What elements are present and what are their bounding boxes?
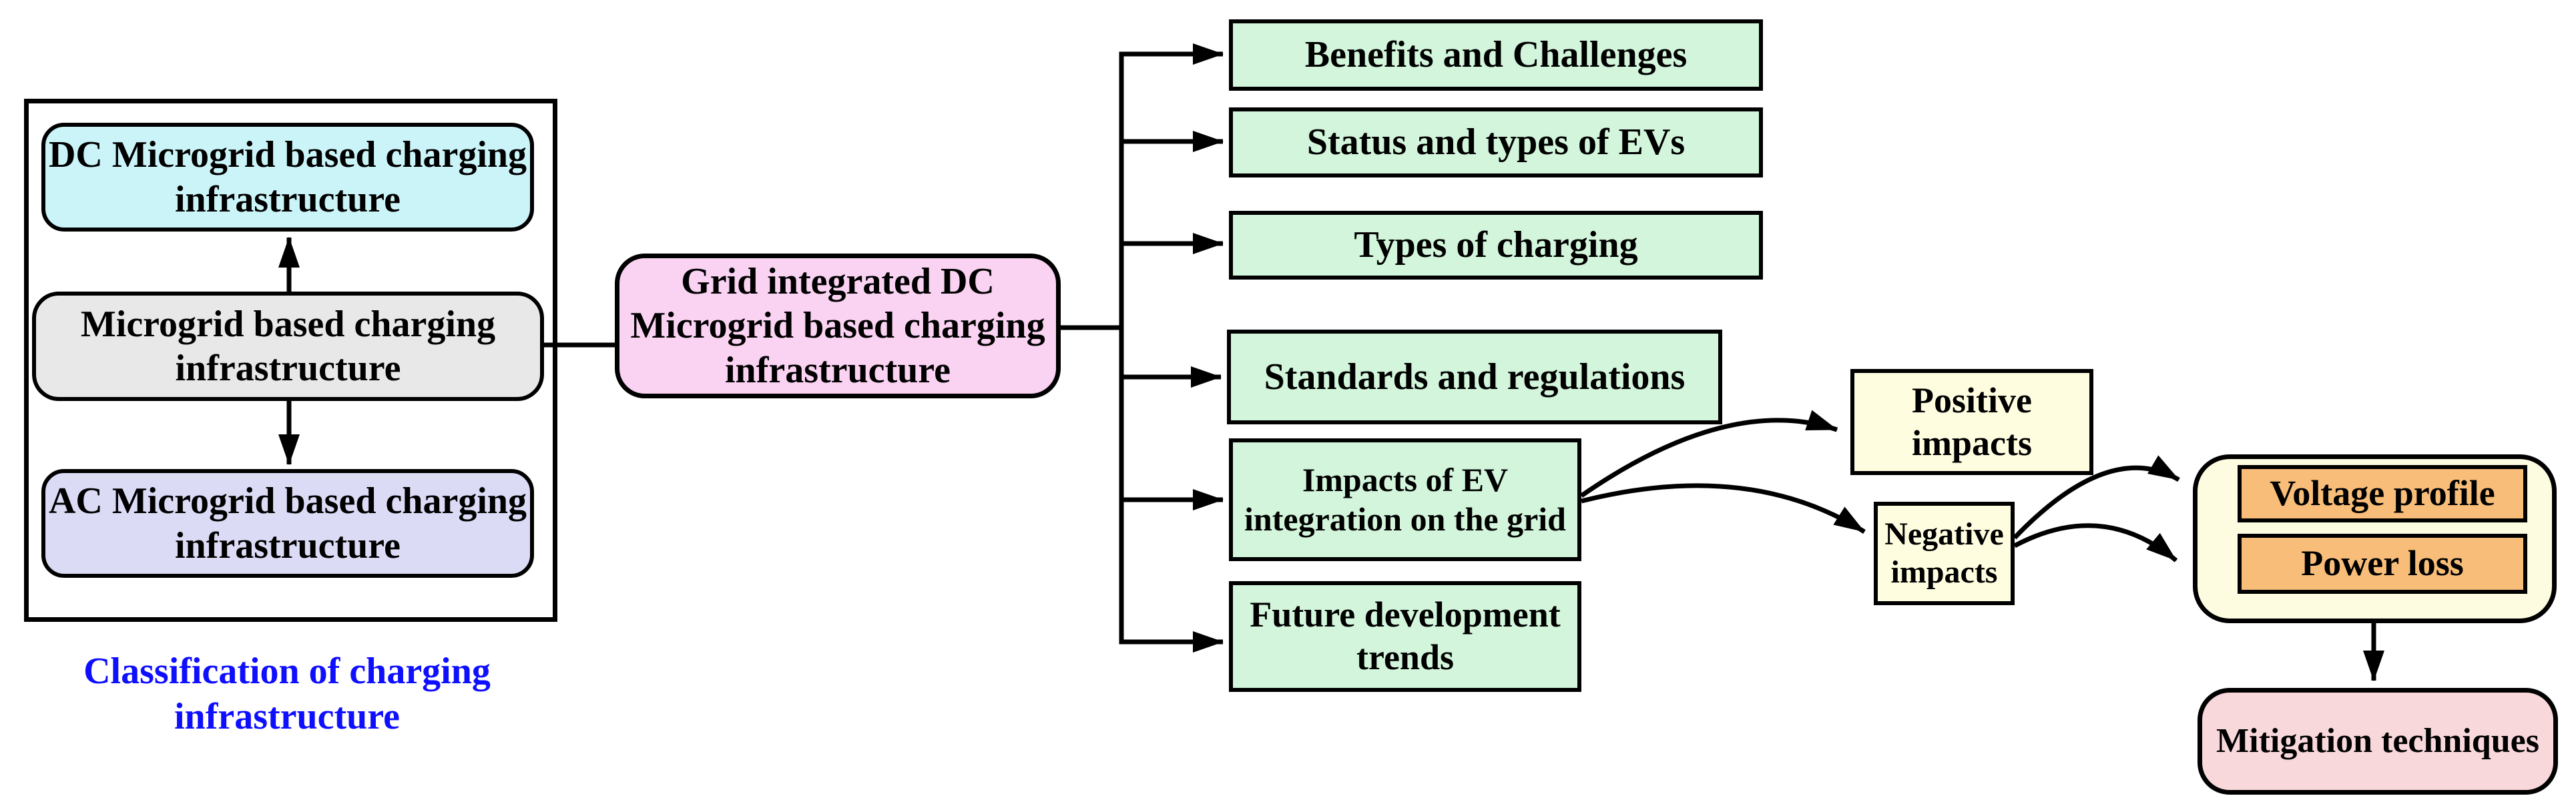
node-grid-integrated-hub: Grid integrated DC Microgrid based charg… <box>615 254 1061 398</box>
classification-frame <box>24 99 557 622</box>
node-microgrid: Microgrid based charging infrastructure <box>32 292 544 401</box>
node-mitigation-techniques: Mitigation techniques <box>2198 688 2558 795</box>
curve-negative-to-voltage-profile <box>2013 455 2180 540</box>
node-dc-microgrid: DC Microgrid based charging infrastructu… <box>41 123 534 232</box>
node-topic-standards: Standards and regulations <box>1227 330 1722 424</box>
node-negative-impacts: Negative impacts <box>1874 502 2015 605</box>
node-topic-benefits: Benefits and Challenges <box>1229 19 1763 91</box>
node-positive-impacts: Positive impacts <box>1850 369 2093 475</box>
node-voltage-profile: Voltage profile <box>2238 465 2527 522</box>
curve-impacts-to-negative <box>1581 483 1866 534</box>
curve-negative-to-power-loss <box>2013 523 2178 562</box>
node-power-loss: Power loss <box>2238 534 2527 594</box>
node-topic-types-of-charging: Types of charging <box>1229 211 1763 280</box>
node-ac-microgrid: AC Microgrid based charging infrastructu… <box>41 469 534 578</box>
curve-impacts-to-positive <box>1580 410 1838 498</box>
classification-caption: Classification of charging infrastructur… <box>83 651 491 738</box>
node-topic-status: Status and types of EVs <box>1229 107 1763 177</box>
node-topic-future-trends: Future development trends <box>1229 581 1581 692</box>
node-topic-impacts: Impacts of EV integration on the grid <box>1229 438 1581 561</box>
